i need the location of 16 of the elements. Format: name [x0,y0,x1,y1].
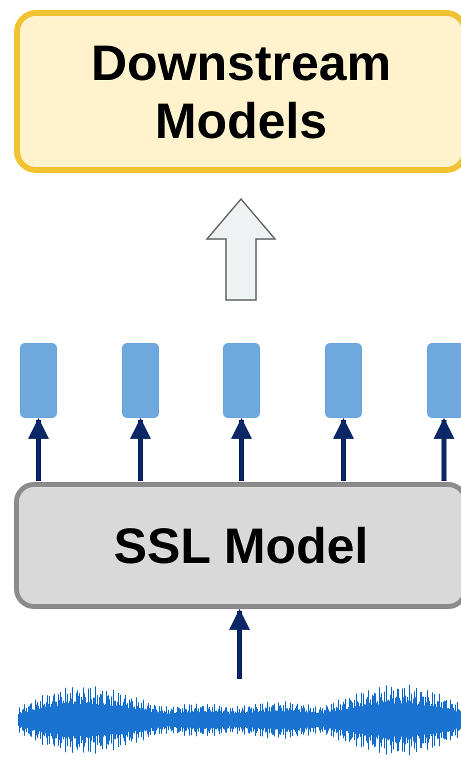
feature-vector [223,343,260,418]
model-box [14,10,461,173]
feature-vector [122,343,159,418]
arrow [231,418,252,481]
box-title: Downstream Models [90,34,392,150]
arrow [130,418,151,481]
feature-vector [427,343,461,418]
arrow [434,418,454,481]
box-title: SSL Model [114,516,368,574]
arrow [28,418,49,481]
feature-vector [20,343,57,418]
model-box [14,482,461,609]
arrow [229,608,250,679]
feature-vector [325,343,362,418]
block-arrow [205,198,277,301]
arrow [333,418,354,481]
